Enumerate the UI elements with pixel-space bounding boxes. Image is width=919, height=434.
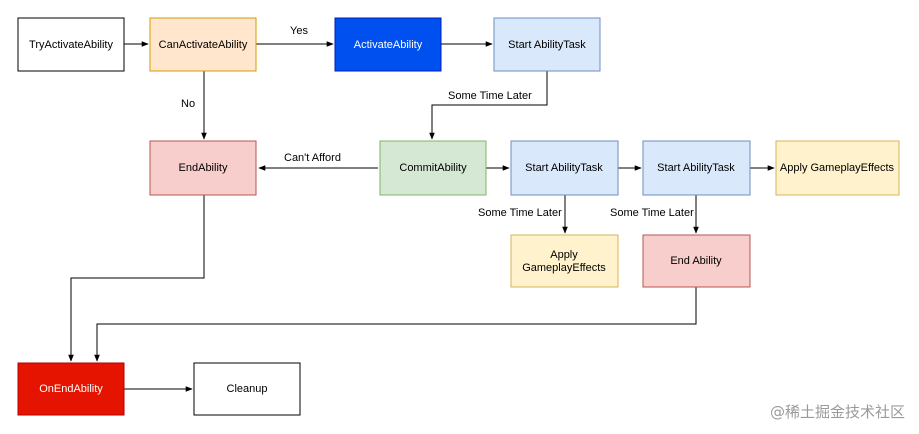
node-try-activate-ability[interactable]: TryActivateAbility: [17, 17, 125, 72]
node-label-start-task-2: Start AbilityTask: [525, 162, 603, 174]
edge-labels-layer: Yes No Some Time Later Can't Afford Some…: [181, 25, 694, 219]
edge-task1-to-commit: [429, 71, 548, 140]
node-label-commit: CommitAbility: [399, 162, 467, 174]
edge-label-cant-afford: Can't Afford: [284, 152, 341, 164]
node-activate-ability[interactable]: ActivateAbility: [334, 17, 442, 72]
node-label-start-task-3: Start AbilityTask: [657, 162, 735, 174]
edges-layer: [68, 41, 775, 392]
node-apply-gameplay-effects-2[interactable]: Apply GameplayEffects: [510, 234, 619, 288]
edge-label-some-time-later-2: Some Time Later: [478, 207, 562, 219]
node-label-can-activate: CanActivateAbility: [159, 39, 248, 51]
nodes-layer: TryActivateAbility CanActivateAbility Ac…: [17, 17, 900, 416]
node-label-apply-effects-1: Apply GameplayEffects: [780, 162, 895, 174]
node-start-ability-task-2[interactable]: Start AbilityTask: [510, 140, 619, 196]
node-end-ability-1[interactable]: EndAbility: [149, 140, 257, 196]
edge-endability-to-onend: [68, 195, 205, 362]
edge-label-some-time-later-1: Some Time Later: [448, 90, 532, 102]
node-label-on-end: OnEndAbility: [39, 383, 103, 395]
node-label-try-activate: TryActivateAbility: [29, 39, 113, 51]
node-commit-ability[interactable]: CommitAbility: [379, 140, 487, 196]
node-label-end-ability-2: End Ability: [670, 255, 722, 267]
edge-endability2-to-onend: [94, 287, 697, 362]
watermark-text: @稀土掘金技术社区: [769, 403, 905, 421]
node-label-cleanup: Cleanup: [227, 383, 268, 395]
node-cleanup[interactable]: Cleanup: [193, 362, 301, 416]
node-label-end-ability-1: EndAbility: [179, 162, 228, 174]
edge-label-some-time-later-3: Some Time Later: [610, 207, 694, 219]
node-on-end-ability[interactable]: OnEndAbility: [17, 362, 125, 416]
node-start-ability-task-3[interactable]: Start AbilityTask: [642, 140, 751, 196]
node-label-activate: ActivateAbility: [354, 39, 423, 51]
node-apply-gameplay-effects-1[interactable]: Apply GameplayEffects: [775, 140, 900, 196]
edge-label-no: No: [181, 98, 195, 110]
node-end-ability-2[interactable]: End Ability: [642, 234, 751, 288]
node-start-ability-task-1[interactable]: Start AbilityTask: [493, 17, 601, 72]
node-label-start-task-1: Start AbilityTask: [508, 39, 586, 51]
node-can-activate-ability[interactable]: CanActivateAbility: [149, 17, 257, 72]
node-label-apply-effects-2-line2: GameplayEffects: [522, 262, 606, 274]
node-label-apply-effects-2-line1: Apply: [550, 249, 578, 261]
edge-label-yes: Yes: [290, 25, 308, 37]
